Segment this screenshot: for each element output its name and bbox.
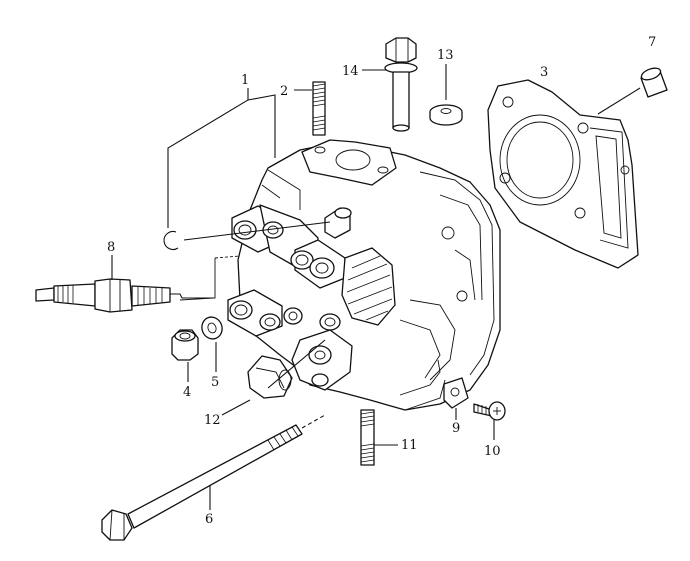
callout-12: 12 [204, 413, 221, 428]
callout-5: 5 [211, 375, 219, 390]
long-bolt [101, 414, 326, 541]
callout-8: 8 [107, 240, 115, 255]
callout-11: 11 [401, 438, 418, 453]
callout-labels: 1 2 3 4 5 6 7 8 9 10 11 12 13 14 [107, 35, 656, 527]
rubber-cap [221, 339, 326, 416]
washer-5 [201, 316, 223, 372]
callout-7: 7 [648, 35, 656, 50]
dowel-pin [597, 67, 668, 115]
callout-9: 9 [452, 421, 460, 436]
stud-bolt-bottom [360, 409, 398, 466]
callout-4: 4 [183, 385, 191, 400]
callout-3: 3 [540, 65, 548, 80]
callout-10: 10 [484, 444, 501, 459]
callout-13: 13 [437, 48, 454, 63]
bolt-top [362, 37, 418, 132]
callout-1: 1 [241, 73, 249, 88]
clip-plate [443, 377, 469, 420]
fitting [324, 207, 352, 239]
callout-6: 6 [205, 512, 213, 527]
circlip [163, 221, 331, 251]
callout-2: 2 [280, 84, 288, 99]
washer-13 [429, 64, 463, 126]
callout-14: 14 [342, 64, 359, 79]
nut [171, 329, 199, 382]
spark-plug [35, 255, 215, 313]
stud-bolt-top [294, 81, 326, 136]
cylinder-head [179, 139, 501, 411]
head-gasket [487, 79, 639, 269]
callout-1-leader [167, 88, 276, 228]
front-bosses [227, 204, 353, 391]
screw [473, 401, 506, 440]
port-opening [341, 247, 396, 326]
